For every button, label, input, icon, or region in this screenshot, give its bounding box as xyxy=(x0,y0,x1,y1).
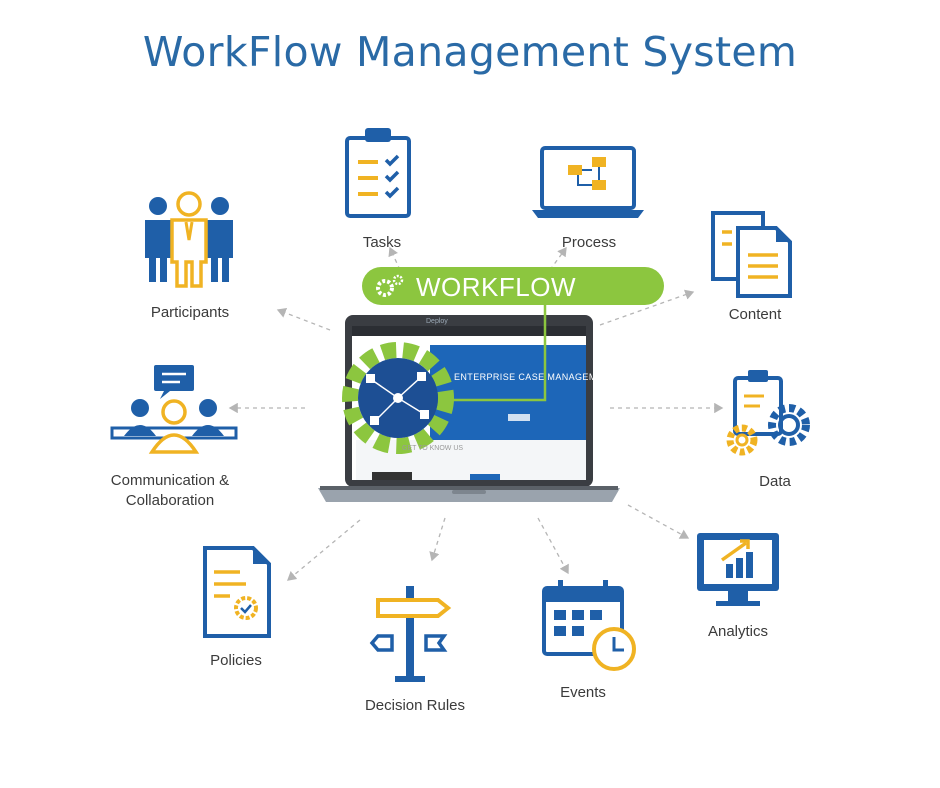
label-content: Content xyxy=(728,306,782,323)
screen-heading: ENTERPRISE CASE MANAGEMENT xyxy=(454,372,616,382)
label-events: Events xyxy=(560,684,606,701)
connector-arrows xyxy=(228,246,724,581)
label-communication: Communication & Collaboration xyxy=(80,471,260,511)
page-title: WorkFlow Management System xyxy=(142,28,798,76)
signpost-icon xyxy=(369,586,452,682)
clipboard-checklist-icon xyxy=(345,128,411,218)
arrow-analytics xyxy=(627,504,690,539)
workflow-badge-label: WORKFLOW xyxy=(416,272,576,302)
laptop-flowchart-icon xyxy=(532,146,644,218)
label-data: Data xyxy=(759,473,791,490)
label-communication-line1: Communication & xyxy=(110,472,230,489)
label-process: Process xyxy=(561,234,617,251)
policy-document-icon xyxy=(203,546,271,638)
meeting-collaboration-icon xyxy=(110,365,238,454)
central-laptop xyxy=(318,300,620,502)
label-policies: Policies xyxy=(210,652,262,669)
label-analytics: Analytics xyxy=(707,623,769,640)
arrow-policies xyxy=(287,519,361,581)
label-tasks: Tasks xyxy=(362,234,402,251)
arrow-decision-rules xyxy=(429,517,446,562)
label-participants: Participants xyxy=(150,304,230,321)
label-communication-line2: Collaboration xyxy=(125,492,215,509)
label-decision-rules: Decision Rules xyxy=(364,697,466,714)
screen-tab-label: Deploy xyxy=(426,318,448,325)
data-gears-icon xyxy=(726,370,810,456)
arrow-events xyxy=(537,517,569,575)
screen-subheading: GET TO KNOW US xyxy=(402,445,464,452)
calendar-clock-icon xyxy=(542,580,636,671)
documents-icon xyxy=(711,211,792,298)
analytics-monitor-icon xyxy=(697,533,779,606)
arrow-content xyxy=(599,289,695,326)
arrow-participants xyxy=(276,307,331,331)
participants-people-icon xyxy=(145,191,233,288)
workflow-badge xyxy=(362,267,664,305)
